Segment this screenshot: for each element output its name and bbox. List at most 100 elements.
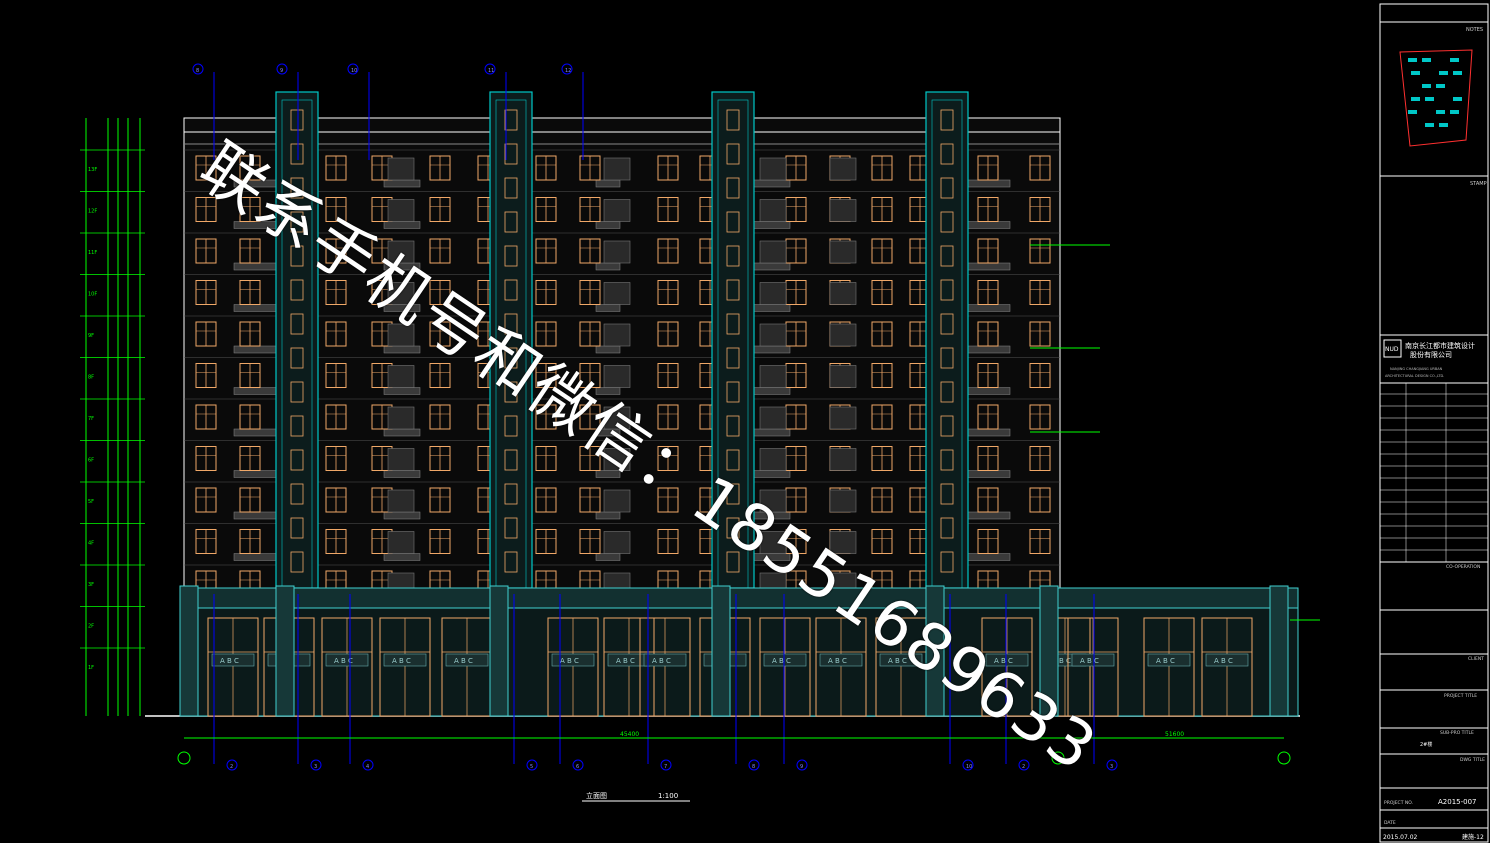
core-window <box>290 313 304 335</box>
core-window <box>504 313 518 335</box>
shop-sign <box>211 653 255 667</box>
balcony <box>233 428 277 437</box>
key-plan-building <box>1425 97 1434 101</box>
shop-sign <box>1147 653 1191 667</box>
key-plan-building <box>1450 58 1459 62</box>
floor-label: 10F <box>88 291 97 297</box>
shop-sign-label: A B C <box>392 657 411 665</box>
balcony <box>595 304 621 312</box>
project-no: A2015-007 <box>1438 798 1477 806</box>
shop-sign <box>445 653 489 667</box>
core-window <box>290 415 304 437</box>
core-window <box>940 381 954 403</box>
grid-label-bottom: 4 <box>366 764 369 770</box>
shop-sign <box>383 653 427 667</box>
grid-label-bottom: 6 <box>576 764 579 770</box>
core-window <box>726 279 740 301</box>
core-window <box>290 483 304 505</box>
grid-bubble-bottom <box>572 759 584 771</box>
core-window <box>504 109 518 131</box>
key-plan-building <box>1422 84 1431 88</box>
shop-sign <box>819 653 863 667</box>
core-window <box>290 143 304 165</box>
notes-label: NOTES <box>1466 27 1483 33</box>
podium-pier <box>179 585 199 717</box>
louvre <box>603 448 631 471</box>
shop-sign <box>325 653 369 667</box>
tower-body <box>183 91 1061 603</box>
key-plan-building <box>1408 110 1417 114</box>
core-window <box>504 279 518 301</box>
company-name-line1: 南京长江都市建筑设计 <box>1405 341 1475 350</box>
date-label: DATE <box>1384 820 1396 826</box>
grid-bubble-bottom <box>310 759 322 771</box>
louvre <box>759 448 787 471</box>
balcony <box>967 304 1011 312</box>
key-plan-building <box>1453 71 1462 75</box>
podium-pier <box>1269 585 1289 717</box>
core-window <box>290 347 304 369</box>
key-plan-building <box>1411 97 1420 101</box>
balcony <box>233 387 277 395</box>
core-window <box>290 279 304 301</box>
balcony <box>753 345 791 354</box>
louvre <box>387 323 415 347</box>
core-window <box>940 109 954 131</box>
core-window <box>940 551 954 573</box>
grid-bubble-bottom <box>362 759 374 771</box>
core-window <box>940 211 954 233</box>
core-window <box>504 211 518 233</box>
balcony <box>967 221 1011 229</box>
leader-annotations <box>1030 244 1320 621</box>
core-window <box>726 347 740 369</box>
core-window <box>504 483 518 505</box>
dim-right-label: 51600 <box>1165 731 1184 738</box>
stair-core <box>489 91 533 589</box>
grid-bubble-top <box>561 63 573 75</box>
floor-label: 13F <box>88 167 97 173</box>
core-window <box>290 517 304 539</box>
balcony <box>967 345 1011 354</box>
core-window <box>726 177 740 199</box>
grid-label-bottom: 2 <box>230 764 233 770</box>
balcony <box>967 470 1011 478</box>
balcony <box>595 221 621 229</box>
grid-bubble-bottom <box>748 759 760 771</box>
sub-project-title-label: SUB-PRO TITLE <box>1440 730 1474 736</box>
grid-label-bottom: 3 <box>1110 764 1113 770</box>
louvre <box>759 199 787 222</box>
louvre <box>759 240 787 264</box>
louvre <box>829 489 857 513</box>
louvre <box>387 365 415 388</box>
balcony <box>753 221 791 229</box>
grid-label-top: 8 <box>196 68 199 74</box>
company-en-line1: NANJING CHANGJIANG URBAN <box>1390 367 1443 371</box>
project-title-label: PROJECT TITLE <box>1444 693 1477 699</box>
louvre <box>387 531 415 554</box>
louvre <box>387 489 415 513</box>
shop-sign-label: A B C <box>888 657 907 665</box>
core-window <box>940 177 954 199</box>
core-window <box>290 177 304 199</box>
core-window <box>726 211 740 233</box>
grid-bubble-bottom <box>526 759 538 771</box>
balcony <box>595 179 621 188</box>
shop-sign-label: A B C <box>828 657 847 665</box>
project-no-label: PROJECT NO. <box>1384 800 1413 806</box>
balcony <box>233 262 277 271</box>
louvre <box>829 365 857 388</box>
louvre <box>829 282 857 305</box>
grid-label-bottom: 10 <box>966 764 972 770</box>
stair-core <box>925 91 969 589</box>
grid-bubble-top <box>276 63 288 75</box>
shop-sign <box>879 653 923 667</box>
louvre <box>829 531 857 554</box>
key-plan-building <box>1408 58 1417 62</box>
shop-sign-label: A B C <box>1052 657 1071 665</box>
louvre <box>603 531 631 554</box>
dwg-title-label: DWG TITLE <box>1460 757 1485 763</box>
core-window <box>504 143 518 165</box>
louvre <box>603 199 631 222</box>
louvre <box>387 157 415 181</box>
